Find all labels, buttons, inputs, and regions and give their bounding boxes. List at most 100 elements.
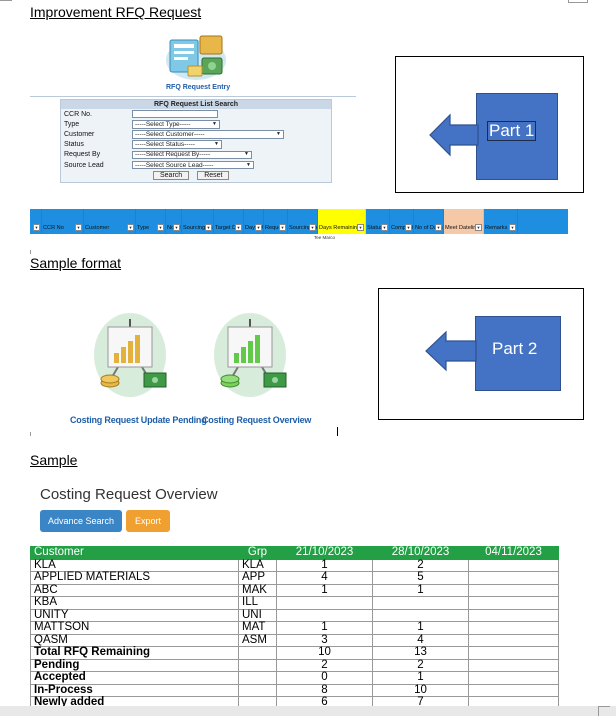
strip-column-header[interactable]: Meet Dateline▼ [444, 209, 484, 234]
strip-column-header[interactable]: Days Remaining▼ [318, 209, 366, 234]
table-cell [468, 633, 559, 647]
table-cell [238, 683, 277, 697]
rfq-select-2[interactable]: -----Select Customer-----▼ [132, 130, 284, 139]
filter-dropdown-icon[interactable]: ▼ [235, 224, 242, 231]
advance-search-button[interactable]: Advance Search [40, 510, 122, 532]
table-cell: 1 [276, 621, 373, 635]
chevron-down-icon: ▼ [244, 151, 249, 158]
section2-left-rule [30, 250, 31, 254]
strip-column-header[interactable]: Status▼ [366, 209, 390, 234]
table-cell: 5 [372, 571, 469, 585]
costing-update-pending-icon[interactable] [92, 305, 170, 397]
filter-dropdown-icon[interactable]: ▼ [475, 224, 482, 231]
strip-column-header[interactable]: Request▼ [264, 209, 288, 234]
strip-column-header[interactable]: CCR No ▼ [42, 209, 84, 234]
costing-update-pending-label[interactable]: Costing Request Update Pending [70, 415, 207, 425]
table-cell: 10 [372, 683, 469, 697]
filter-dropdown-icon[interactable]: ▼ [279, 224, 286, 231]
strip-column-header[interactable]: Days Du▼ [244, 209, 264, 234]
part2-box: Part 2 [475, 316, 561, 391]
strip-column-header[interactable]: Completion Date▼ [390, 209, 414, 234]
rfq-select-value: -----Select Type----- [135, 120, 191, 128]
chevron-down-icon: ▼ [212, 120, 217, 127]
strip-column-label: CCR No [43, 225, 64, 231]
table-cell: 2 [372, 658, 469, 672]
table-cell [372, 608, 469, 622]
table-cell [468, 646, 559, 660]
strip-column-header[interactable]: ▼ [30, 209, 42, 234]
table-cell [468, 658, 559, 672]
table-cell: 10 [276, 646, 373, 660]
table-cell: ASM [238, 633, 277, 647]
rfq-select-4[interactable]: -----Select Request By-----▼ [132, 150, 252, 160]
table-cell [468, 571, 559, 585]
export-button[interactable]: Export [126, 510, 170, 532]
table-header-cell: Grp [238, 546, 277, 560]
filter-dropdown-icon[interactable]: ▼ [309, 224, 316, 231]
table-cell: ABC [30, 583, 239, 597]
strip-column-header[interactable]: Type▼ [136, 209, 166, 234]
table-cell: 1 [276, 558, 373, 572]
filter-dropdown-icon[interactable]: ▼ [357, 224, 364, 231]
costing-overview-icon[interactable] [212, 305, 290, 397]
strip-column-header[interactable]: Sourcing Assignee▼ [182, 209, 214, 234]
rfq-search-panel: RFQ Request List Search CCR No.Type-----… [60, 99, 332, 183]
ccr-no-input[interactable] [132, 109, 218, 119]
part1-arrow-icon [428, 113, 480, 157]
table-cell: 2 [276, 658, 373, 672]
table-cell: Total RFQ Remaining [30, 646, 239, 660]
strip-column-header[interactable]: Target D▼ [214, 209, 244, 234]
rfq-entry-label[interactable]: RFQ Request Entry [166, 84, 231, 91]
filter-dropdown-icon[interactable]: ▼ [173, 224, 180, 231]
filter-dropdown-icon[interactable]: ▼ [33, 224, 40, 231]
resize-handle-icon[interactable] [598, 706, 610, 716]
rfq-select-1[interactable]: -----Select Type----- ▼ [132, 120, 220, 129]
filter-dropdown-icon[interactable]: ▼ [255, 224, 262, 231]
strip-column-header[interactable]: Remarks▼ [484, 209, 518, 234]
rfq-search-row: Status-----Select Status-----▼ [61, 140, 331, 150]
strip-column-header[interactable]: Sourcing Lead▼ [288, 209, 318, 234]
rfq-select-3[interactable]: -----Select Status-----▼ [132, 140, 222, 149]
page-top-rule-right [568, 0, 588, 3]
strip-column-header[interactable]: Customer▼ [84, 209, 136, 234]
filter-dropdown-icon[interactable]: ▼ [205, 224, 212, 231]
filter-dropdown-icon[interactable]: ▼ [127, 224, 134, 231]
chevron-down-icon: ▼ [276, 130, 281, 137]
table-cell: MAK [238, 583, 277, 597]
strip-column-header[interactable]: No. of Re▼ [166, 209, 182, 234]
part2-label: Part 2 [492, 339, 538, 358]
costing-overview-label[interactable]: Costing Request Overview [202, 415, 312, 425]
rfq-select-5[interactable]: -----Select Source Lead-----▼ [132, 160, 254, 170]
filter-dropdown-icon[interactable]: ▼ [157, 224, 164, 231]
search-button[interactable]: Search [153, 171, 190, 181]
rfq-entry-icon[interactable] [158, 30, 234, 82]
filter-dropdown-icon[interactable]: ▼ [509, 224, 516, 231]
strip-column-header[interactable]: No of Days Taken▼ [414, 209, 444, 234]
table-cell [468, 596, 559, 610]
page-bottom-shade [0, 706, 616, 716]
overview-title: Costing Request Overview [40, 486, 218, 503]
strip-column-label: Target D [215, 225, 237, 231]
table-header-cell: 04/11/2023 [468, 546, 559, 560]
strip-column-label: Sourcing Lead [289, 225, 317, 231]
table-cell [468, 558, 559, 572]
strip-below-text: Tee Marco [314, 235, 336, 240]
reset-button[interactable]: Reset [197, 171, 230, 181]
filter-dropdown-icon[interactable]: ▼ [405, 224, 412, 231]
filter-dropdown-icon[interactable]: ▼ [381, 224, 388, 231]
filter-dropdown-icon[interactable]: ▼ [75, 224, 82, 231]
strip-column-label: No of Days Taken [415, 225, 443, 231]
table-cell [276, 596, 373, 610]
rfq-search-row: Customer-----Select Customer-----▼ [61, 129, 331, 139]
table-cell [468, 683, 559, 697]
filter-dropdown-icon[interactable]: ▼ [435, 224, 442, 231]
strip-column-label: Status [367, 225, 383, 231]
rfq-field-label: Source Lead [64, 161, 104, 169]
table-cell [468, 671, 559, 685]
table-cell: Pending [30, 658, 239, 672]
